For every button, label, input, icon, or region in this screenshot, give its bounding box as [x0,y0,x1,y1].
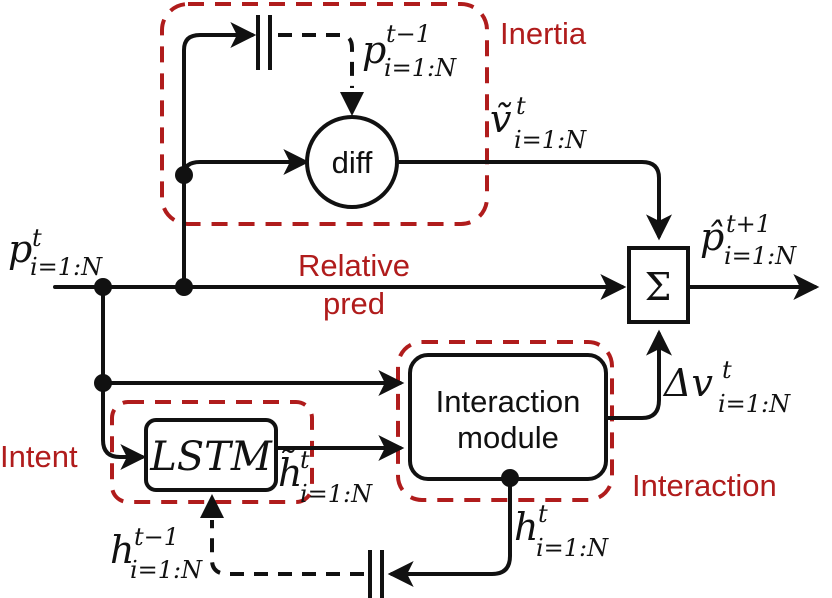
diff-input-wire [182,149,310,177]
svg-text:t: t [722,356,732,384]
interaction-module-label-1: Interaction [436,384,581,419]
inertia-label: Inertia [500,16,587,51]
intent-label: Intent [0,439,78,474]
svg-text:i=1:N: i=1:N [536,534,609,562]
junction-dot-diff [175,166,193,184]
svg-text:t: t [32,224,42,252]
svg-text:ṽ: ṽ [490,97,512,141]
delta-v-label: Δv t i=1:N [662,356,791,418]
svg-text:Δv: Δv [662,361,713,405]
svg-text:p: p [362,28,386,72]
svg-text:t−1: t−1 [386,20,431,48]
lstm-block [144,418,278,492]
interaction-label: Interaction [632,468,777,503]
junction-dot-hidden [501,469,519,487]
velocity-wire [395,160,672,241]
svg-text:h̃: h̃ [278,450,302,495]
prev-position-arrowhead [340,92,364,116]
hidden-state-arrowhead [200,494,224,518]
sum-node [627,246,690,324]
prev-position-label: p t−1 i=1:N [362,20,457,82]
interaction-group-box [396,340,614,502]
svg-text:i=1:N: i=1:N [384,54,457,82]
velocity-label: ṽ t i=1:N [490,92,587,154]
svg-text:p̂: p̂ [700,215,724,259]
svg-text:t: t [516,92,526,120]
svg-text:h: h [514,505,538,549]
svg-text:p: p [8,227,32,271]
input-position-label: p t i=1:N [8,224,103,281]
interaction-module-label-2: module [457,420,559,455]
svg-text:t−1: t−1 [134,523,179,551]
svg-text:t: t [300,446,310,474]
hidden-state-label: h t i=1:N [514,500,609,562]
svg-text:i=1:N: i=1:N [300,480,373,508]
svg-text:i=1:N: i=1:N [30,253,103,281]
svg-text:t: t [538,500,548,528]
svg-text:i=1:N: i=1:N [130,556,203,584]
prev-position-dashed [278,33,354,88]
inertia-group-box [160,2,489,226]
hidden-state-dashed [210,520,364,576]
junction-dot-interaction [94,374,112,392]
sum-symbol: Σ [645,265,672,309]
output-position-label: p̂ t+1 i=1:N [700,210,797,270]
svg-text:i=1:N: i=1:N [514,126,587,154]
inertia-branch-wire [182,22,257,289]
svg-text:h: h [110,528,134,572]
svg-text:i=1:N: i=1:N [724,242,797,270]
junction-dot-inertia [175,278,193,296]
svg-text:i=1:N: i=1:N [718,390,791,418]
hidden-prev-label: h t−1 i=1:N [110,523,203,584]
junction-dot-input [94,278,112,296]
intent-group-box [110,400,314,504]
delta-v-wire [604,329,672,420]
hidden-state-wire [387,476,512,587]
intent-trunk-wire [101,285,147,470]
lstm-output-label: h̃ t i=1:N [278,446,373,508]
diff-label: diff [332,145,373,180]
relative-label-2: pred [323,286,385,321]
lstm-label: LSTM [149,434,273,480]
relative-label-1: Relative [298,248,410,283]
svg-text:t+1: t+1 [726,210,771,238]
